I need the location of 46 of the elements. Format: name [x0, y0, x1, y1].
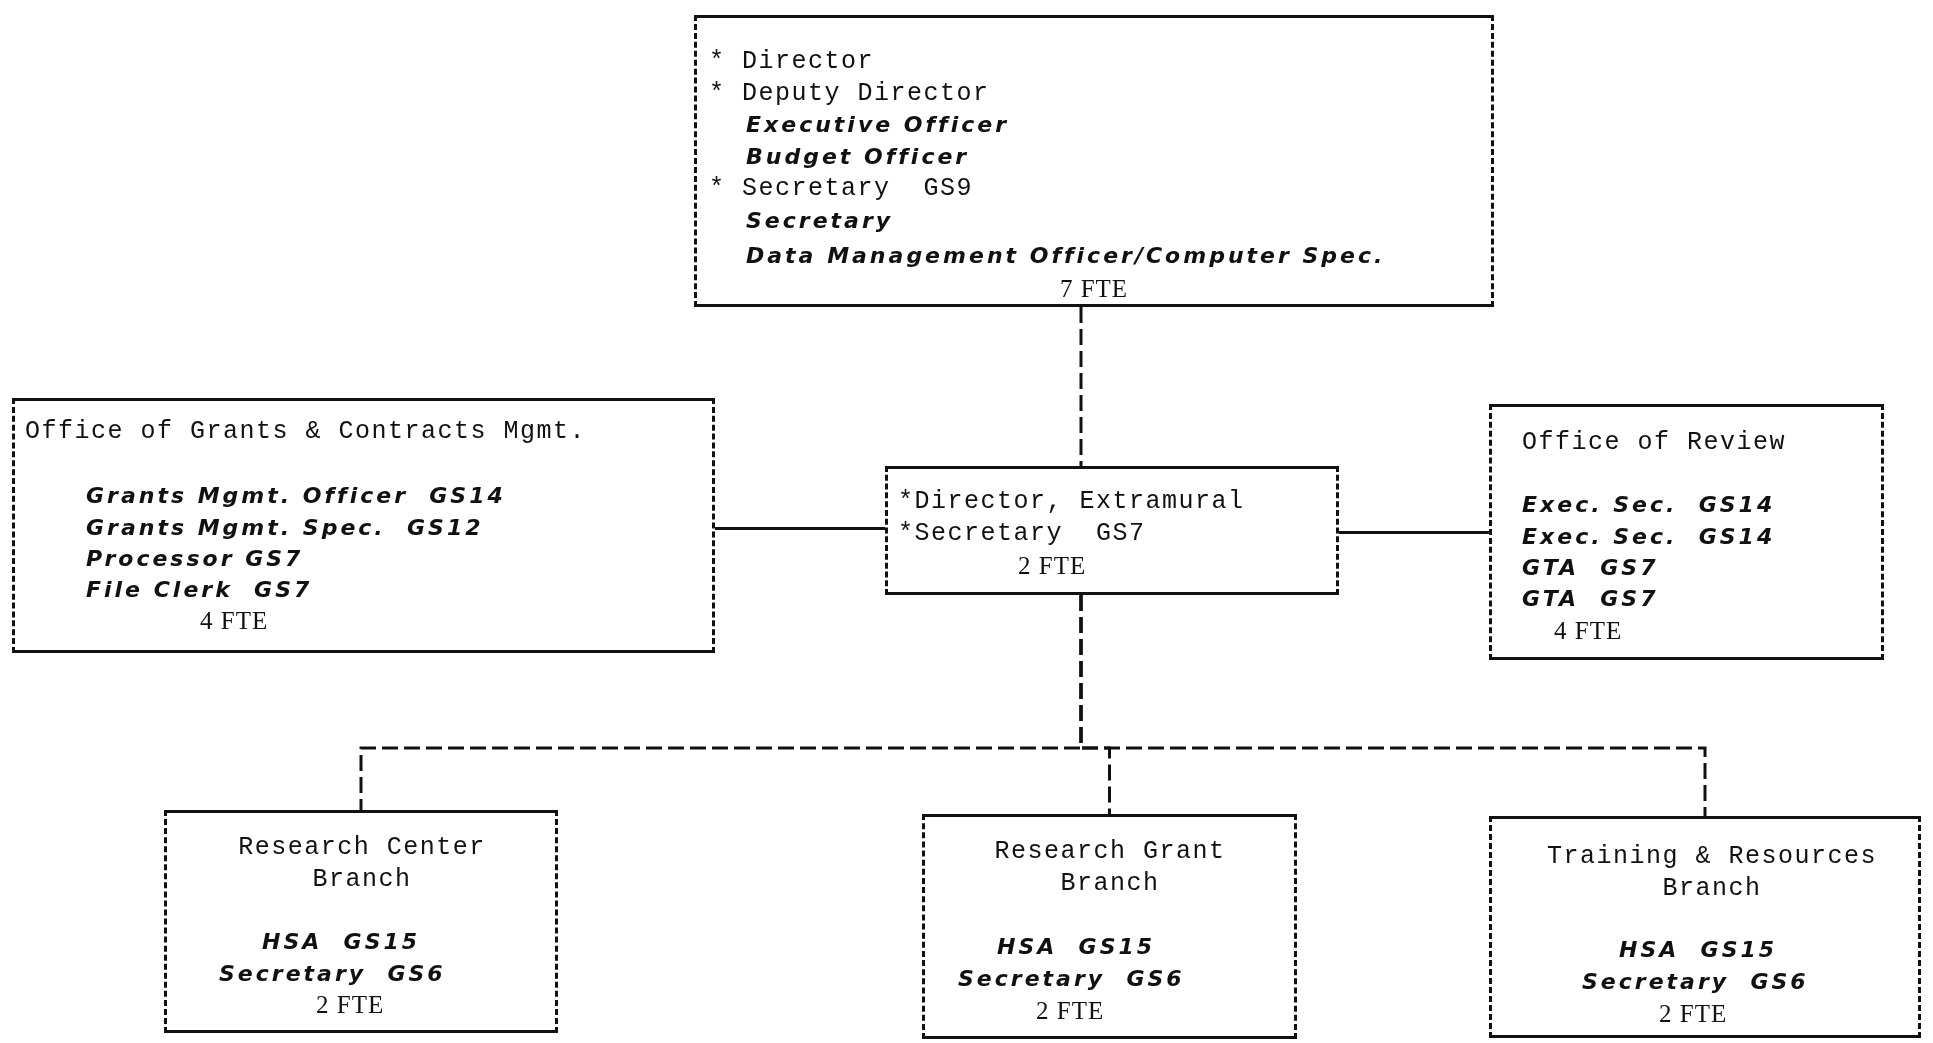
unit-title: Research Grant Branch: [993, 836, 1227, 900]
unit-title: * Deputy Director: [709, 78, 990, 110]
fte-count: 4 FTE: [1554, 616, 1623, 646]
org-box: [164, 810, 558, 1033]
position-title: HSA GS15: [1619, 936, 1778, 964]
fte-count: 7 FTE: [1058, 274, 1130, 304]
org-box: [922, 814, 1297, 1039]
connector-line: [1079, 307, 1083, 466]
connector-line: [1079, 595, 1707, 816]
unit-title: Research Center Branch: [237, 832, 487, 896]
fte-count: 2 FTE: [1659, 999, 1728, 1029]
unit-title: Office of Review: [1522, 427, 1787, 459]
org-box: [1489, 404, 1884, 660]
unit-title: *Secretary GS7: [898, 518, 1146, 550]
org-box: [12, 398, 715, 653]
position-title: HSA GS15: [262, 928, 421, 956]
position-title: Exec. Sec. GS14: [1522, 523, 1776, 551]
fte-count: 2 FTE: [316, 990, 385, 1020]
org-box: [694, 15, 1494, 307]
position-title: Secretary: [746, 207, 894, 235]
position-title: Grants Mgmt. Spec. GS12: [86, 514, 484, 542]
fte-count: 4 FTE: [200, 606, 269, 636]
org-box: [1489, 816, 1921, 1038]
position-title: Secretary GS6: [958, 965, 1185, 993]
connector-line: [1339, 531, 1489, 534]
position-title: GTA GS7: [1522, 585, 1659, 613]
fte-count: 2 FTE: [1018, 551, 1087, 581]
unit-title: Training & Resources Branch: [1545, 841, 1879, 905]
org-box: [885, 466, 1339, 595]
unit-title: *Director, Extramural: [898, 486, 1245, 518]
position-title: Exec. Sec. GS14: [1522, 491, 1776, 519]
position-title: Secretary GS6: [219, 960, 446, 988]
unit-title: * Secretary GS9: [709, 173, 974, 205]
position-title: Data Management Officer/Computer Spec.: [746, 242, 1386, 270]
position-title: Processor GS7: [86, 545, 304, 573]
position-title: Executive Officer: [746, 111, 1010, 139]
position-title: File Clerk GS7: [86, 576, 313, 604]
connector-line: [715, 527, 885, 530]
position-title: Grants Mgmt. Officer GS14: [86, 482, 506, 510]
fte-count: 2 FTE: [1036, 996, 1105, 1026]
position-title: Secretary GS6: [1582, 968, 1809, 996]
position-title: GTA GS7: [1522, 554, 1659, 582]
position-title: Budget Officer: [746, 143, 970, 171]
position-title: HSA GS15: [997, 933, 1156, 961]
unit-title: Office of Grants & Contracts Mgmt.: [25, 416, 587, 448]
unit-title: * Director: [709, 46, 875, 78]
